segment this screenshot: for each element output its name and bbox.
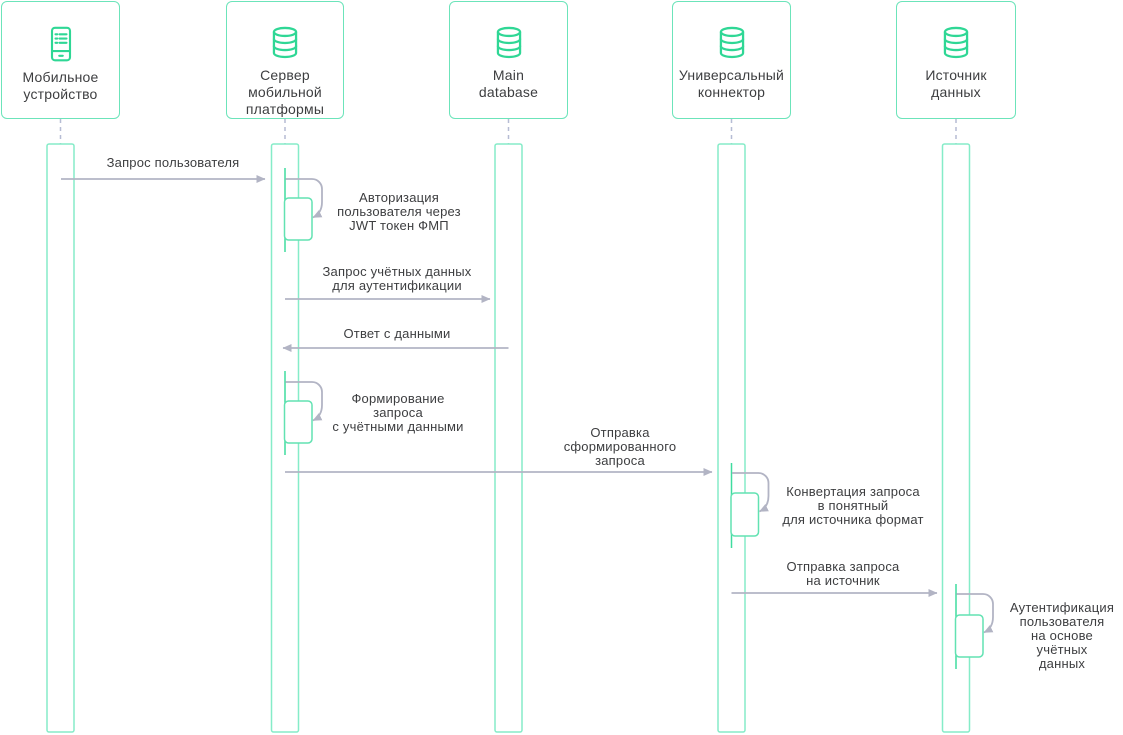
actor-label: Сервер мобильной платформы [245,67,325,117]
actor-main-database: Main database [449,1,568,119]
message-label-request-forming: Формирование запроса с учётными данными [332,391,464,434]
self-loop-authentication [956,593,994,634]
message-label-authorization: Авторизация пользователя через JWT токен… [337,190,461,233]
actor-label: Источник данных [925,67,987,100]
message-label-formed-request: Отправка сформированного запроса [563,425,677,468]
actor-label: Main database [478,67,539,100]
message-label-credentials-request: Запрос учётных данных для аутентификации [322,264,472,293]
database-icon [269,26,301,60]
actor-mobile-platform-server: Сервер мобильной платформы [226,1,344,119]
sub-activation-authorization [283,197,313,241]
actor-universal-connector: Универсальный коннектор [672,1,791,119]
sub-activation-authentication [954,614,984,658]
message-label-data-response: Ответ с данными [343,326,451,341]
database-icon [940,26,972,60]
self-loop-conversion [732,472,770,513]
activation-bar-data-source [941,143,971,733]
actor-label: Универсальный коннектор [678,67,785,100]
sub-activation-request-forming [283,400,313,444]
activation-bar-universal-connector [717,143,746,733]
self-loop-authorization [285,178,323,219]
message-label-authentication: Аутентификация пользователя на основе уч… [1009,600,1115,671]
message-label-user-request: Запрос пользователя [106,155,240,170]
activation-bar-mobile-device [46,143,75,733]
actor-label: Мобильное устройство [22,69,99,102]
message-label-request-to-source: Отправка запроса на источник [786,559,900,588]
mobile-device-icon [46,26,76,62]
activation-bar-main-database [494,143,523,733]
self-loop-request-forming [285,381,323,422]
database-icon [493,26,525,60]
message-label-conversion: Конвертация запроса в понятный для источ… [782,484,924,527]
actor-mobile-device: Мобильное устройство [1,1,120,119]
database-icon [716,26,748,60]
sub-activation-conversion [730,492,760,537]
actor-data-source: Источник данных [896,1,1016,119]
